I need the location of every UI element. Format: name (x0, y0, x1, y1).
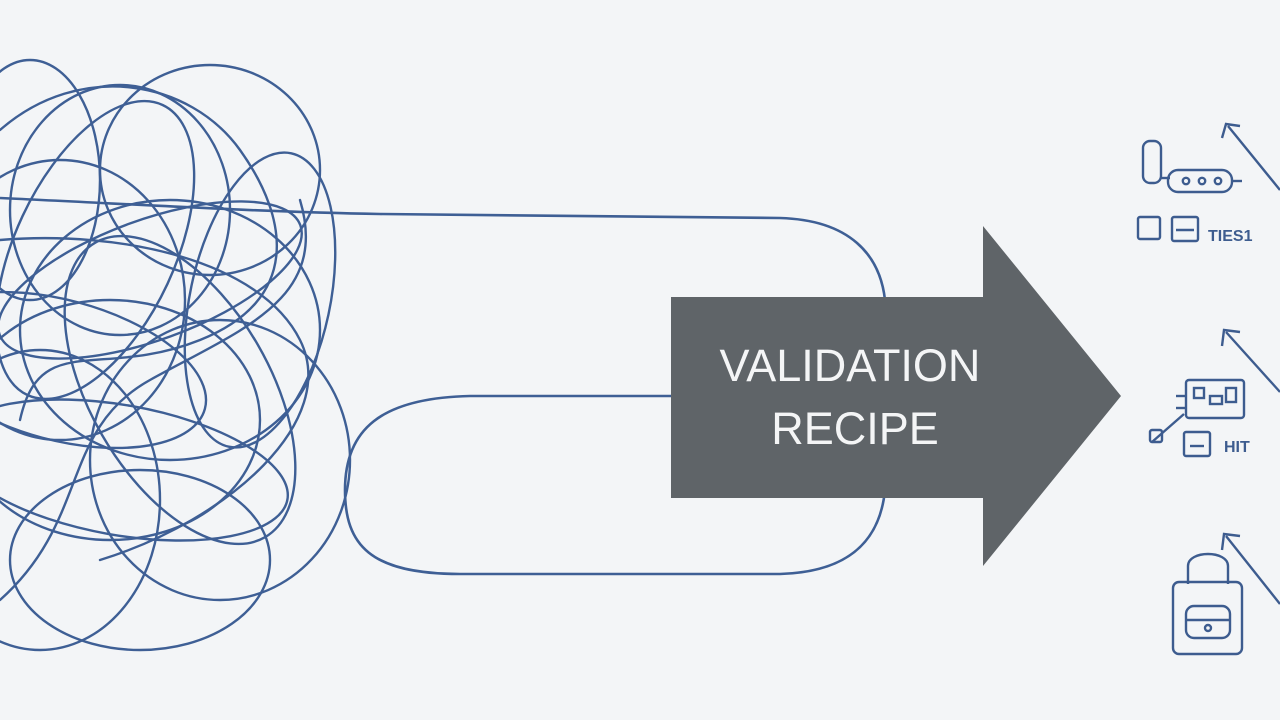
tangle-loop (0, 158, 187, 442)
lock-icon (1171, 552, 1244, 656)
tangle-loop (0, 298, 262, 542)
output-label-2: HIT (1224, 439, 1250, 456)
tangle-loop (88, 318, 352, 602)
output-item-1: TIES1 (1136, 122, 1280, 245)
arrow-title-line2: RECIPE (771, 403, 939, 454)
tangle-loop (183, 151, 337, 449)
output-item-3 (1171, 532, 1280, 656)
arrow-title-line1: VALIDATION (720, 340, 981, 391)
tangle-loop (0, 348, 162, 652)
tangle-loop (18, 198, 322, 462)
up-arrow-icon (1220, 532, 1280, 605)
validation-recipe-arrow: VALIDATION RECIPE (671, 226, 1121, 566)
pipeline-top-line (0, 196, 887, 301)
circuit-board-icon (1176, 378, 1246, 420)
test-tube-icon (1141, 139, 1242, 194)
tangle-stroke (0, 236, 310, 562)
tangle-loop (63, 234, 297, 546)
up-arrow-icon (1220, 122, 1280, 191)
pipeline-bottom-line (343, 394, 887, 576)
tangle-loop (98, 63, 322, 277)
tangle-loop (0, 398, 289, 542)
pipeline-lines (0, 196, 887, 576)
tangle-loop (0, 200, 303, 360)
tangle-stroke (0, 198, 307, 602)
tangle-stroke (0, 85, 278, 422)
tangle-loop (0, 58, 102, 302)
toolbox-icon (1136, 215, 1200, 243)
wrench-icon (1148, 413, 1212, 458)
arrow-shape (671, 226, 1121, 566)
tangle-loop (8, 468, 272, 652)
up-arrow-icon (1220, 328, 1280, 393)
tangled-lines (0, 58, 352, 652)
output-label-1: TIES1 (1208, 228, 1253, 245)
tangle-loop (0, 290, 208, 450)
output-item-2: HIT (1148, 328, 1280, 458)
